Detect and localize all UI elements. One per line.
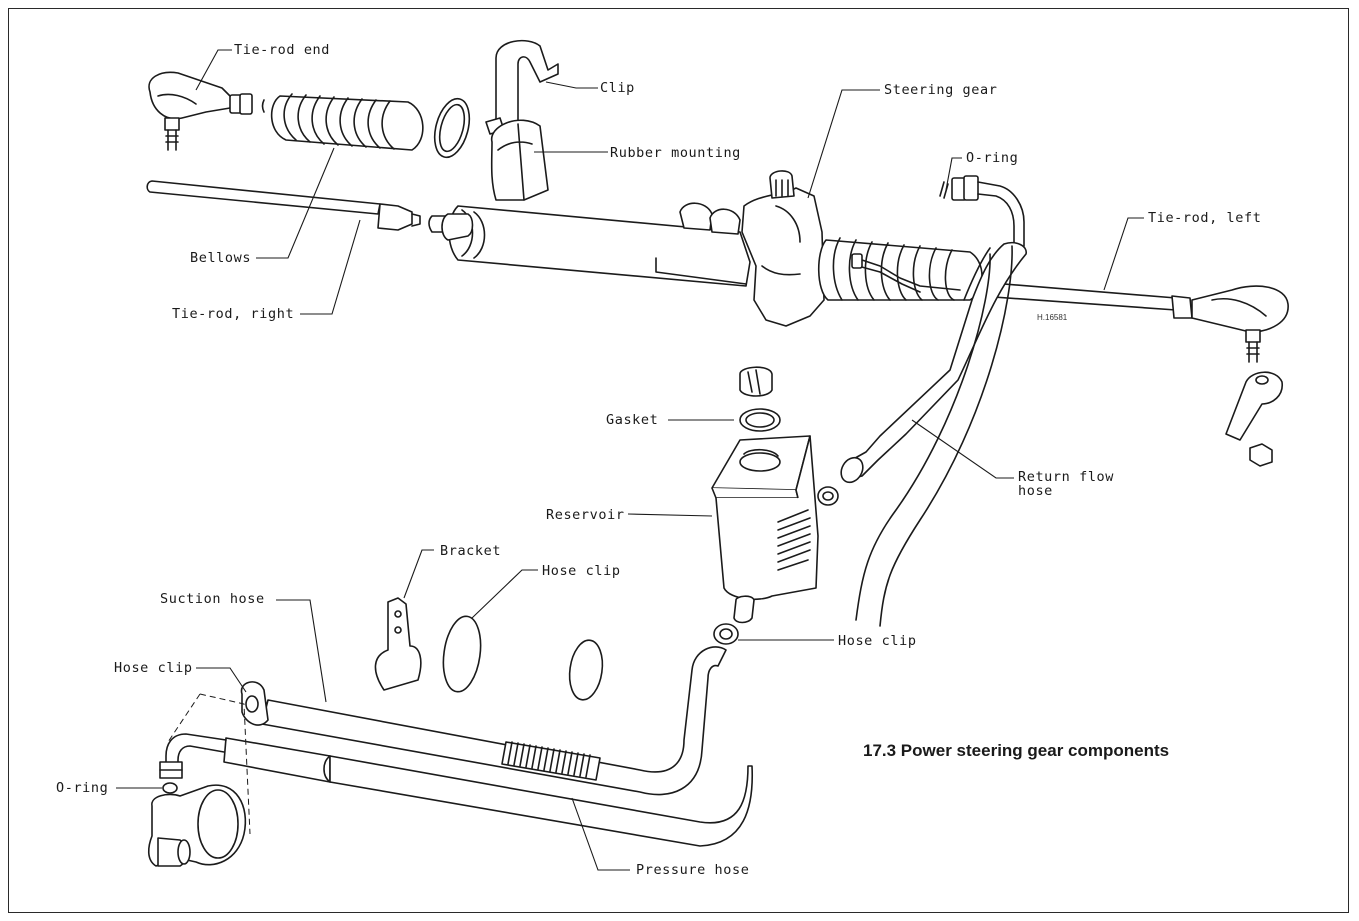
label-bellows: Bellows [190, 250, 252, 266]
steering-gear-part [441, 170, 825, 327]
return-flow-hose-part [817, 241, 1027, 627]
hose-clips-part [442, 615, 739, 701]
bracket-part [374, 597, 422, 691]
label-tie-rod-end: Tie-rod end [234, 42, 331, 58]
o-ring-top-part [939, 175, 1025, 247]
label-gasket: Gasket [606, 412, 659, 428]
reservoir-cap-part [739, 366, 781, 432]
label-hose-clip-upper: Hose clip [542, 563, 621, 579]
label-o-ring-bottom: O-ring [56, 780, 109, 796]
pressure-hose-part [159, 733, 754, 847]
leader-lines [116, 49, 1144, 871]
tie-rod-left-part [979, 281, 1289, 467]
bellows-part [270, 93, 471, 159]
figure-caption: 17.3 Power steering gear components [863, 741, 1170, 760]
label-suction-hose: Suction hose [160, 591, 265, 607]
suction-hose-part [240, 646, 727, 796]
drawing-reference: H.16581 [1037, 313, 1068, 322]
tie-rod-right-part [146, 180, 447, 233]
label-clip: Clip [600, 80, 635, 96]
label-steering-gear: Steering gear [884, 82, 998, 98]
label-bracket: Bracket [440, 543, 502, 559]
label-tie-rod-right: Tie-rod, right [172, 306, 295, 322]
rubber-mounting-part [490, 119, 549, 201]
label-pressure-hose: Pressure hose [636, 862, 750, 878]
label-hose-clip-left: Hose clip [114, 660, 193, 676]
label-hose-clip-right: Hose clip [838, 633, 917, 649]
label-return-flow-hose: Return flow hose [1018, 469, 1115, 499]
label-o-ring-top: O-ring [966, 150, 1019, 166]
label-tie-rod-left: Tie-rod, left [1148, 210, 1262, 226]
label-reservoir: Reservoir [546, 507, 625, 523]
label-rubber-mounting: Rubber mounting [610, 145, 741, 161]
reservoir-part [711, 435, 819, 624]
tie-rod-end-part [148, 71, 265, 151]
pump-part [147, 693, 251, 867]
steering-bellows-part [817, 237, 983, 301]
